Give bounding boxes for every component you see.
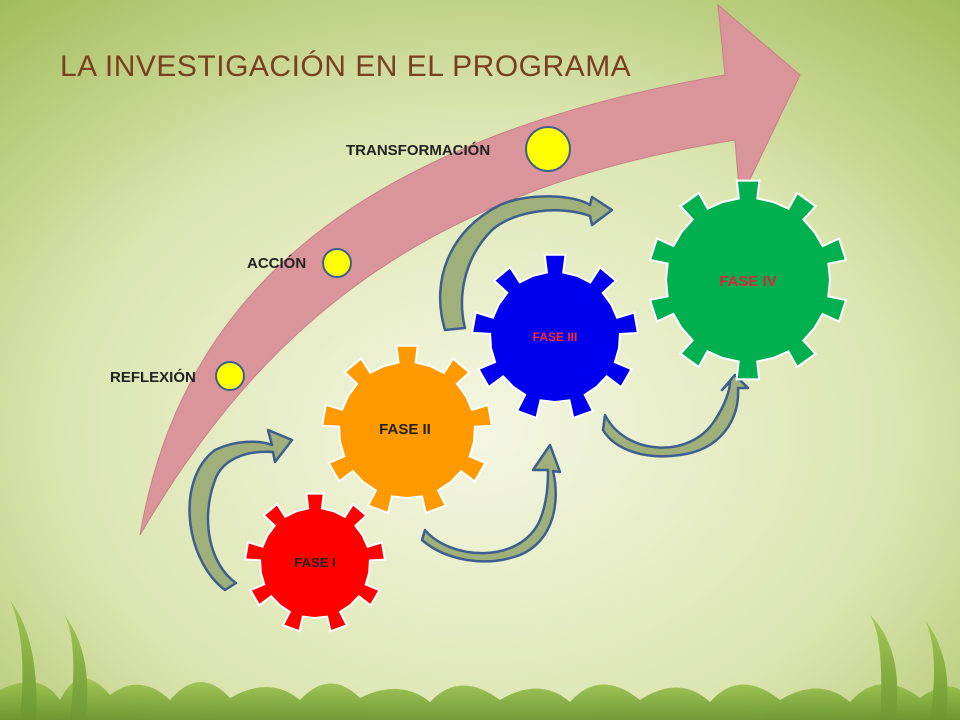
grass-decoration — [0, 600, 960, 720]
gear-shape-1 — [243, 492, 387, 633]
stage-label-transformacion: TRANSFORMACIÓN — [346, 142, 491, 159]
cycle-arrow-4 — [601, 373, 750, 458]
stage-marker-accion — [322, 248, 352, 278]
phase-label-3: FASE III — [533, 330, 578, 344]
cycle-arrows — [188, 195, 750, 592]
progress-arrow — [139, 3, 801, 536]
gear-fase-2 — [320, 344, 494, 515]
phase-label-2: FASE II — [379, 421, 431, 438]
stage-label-accion: ACCIÓN — [247, 255, 307, 272]
gear-shape-4 — [648, 179, 848, 381]
gear-fase-4 — [648, 179, 848, 381]
gear-shape-2 — [320, 344, 494, 515]
phase-label-1: FASE I — [294, 555, 335, 570]
cycle-arrow-3 — [438, 195, 614, 332]
gear-fase-1 — [243, 492, 387, 633]
gear-fase-3 — [470, 253, 640, 420]
page-title: LA INVESTIGACIÓN EN EL PROGRAMA — [60, 50, 632, 83]
gear-shape-3 — [470, 253, 640, 420]
stage-marker-transformacion — [525, 126, 571, 172]
phase-label-4: FASE IV — [719, 273, 777, 290]
stage-marker-reflexion — [215, 361, 245, 391]
stage-label-reflexion: REFLEXIÓN — [110, 369, 196, 386]
cycle-arrow-2 — [420, 443, 562, 563]
cycle-arrow-1 — [188, 428, 294, 592]
